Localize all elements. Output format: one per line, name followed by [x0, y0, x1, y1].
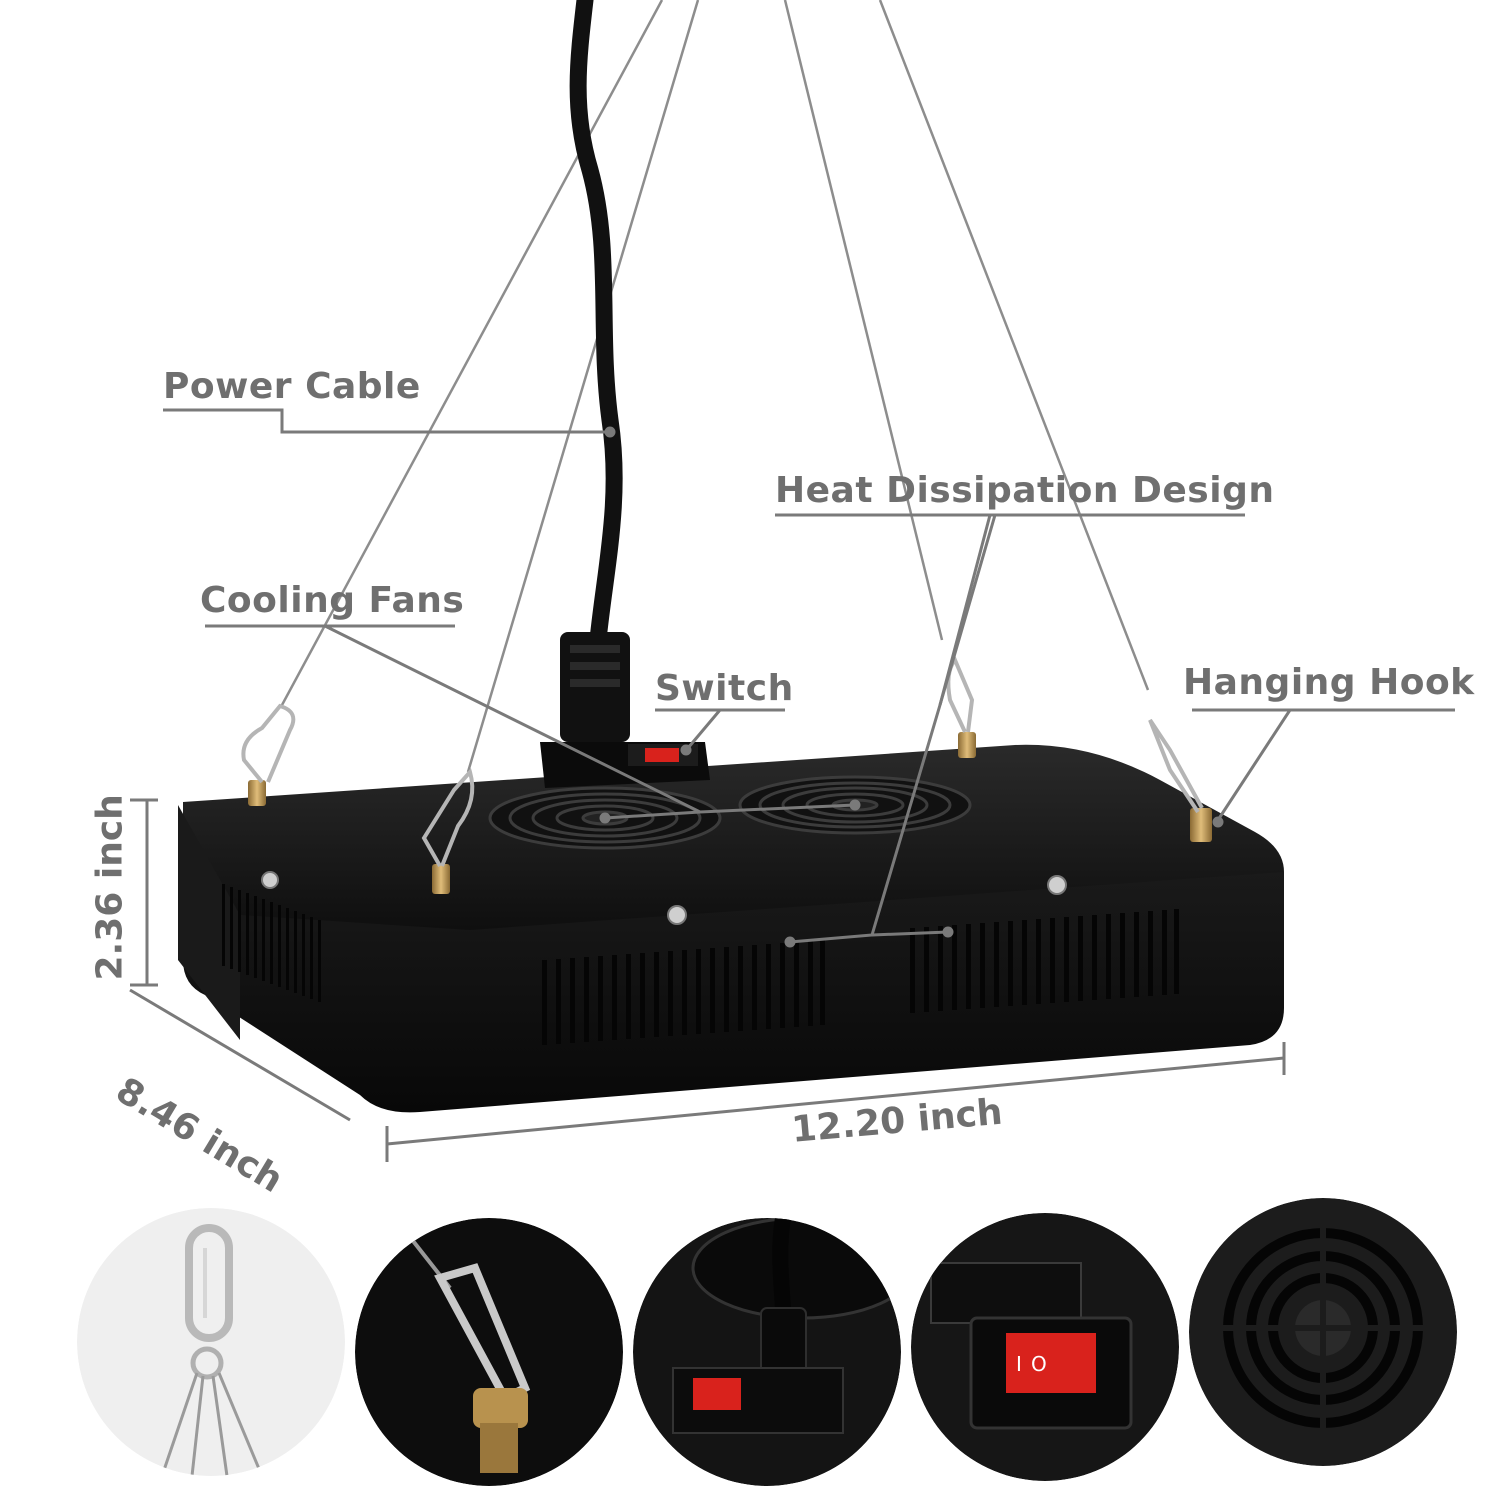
thumbnail-carabiner	[77, 1208, 345, 1476]
height-dimension-label: 2.36 inch	[89, 794, 131, 981]
power-plug-switch-image	[633, 1218, 901, 1486]
unit-front-face	[183, 815, 1284, 1113]
thumbnail-hanging-hook	[355, 1218, 623, 1486]
wire-loops	[241, 656, 1204, 867]
switch-on-marking: I	[1016, 1352, 1022, 1376]
thumbnail-rocker-switch: O I	[911, 1213, 1179, 1481]
switch-off-marking: O	[1031, 1352, 1047, 1376]
rocker-switch-closeup-image: O I	[911, 1213, 1179, 1481]
vent-slots	[222, 884, 1179, 1045]
unit-left-face	[178, 805, 240, 1040]
thumbnail-fan-grille	[1189, 1198, 1457, 1466]
hanging-hook-closeup-image	[355, 1218, 623, 1486]
power-cable-label: Power Cable	[163, 366, 421, 407]
cooling-fan-grille-image	[1189, 1198, 1457, 1466]
brass-hooks	[248, 732, 1212, 894]
plug-and-switch	[540, 632, 710, 788]
dimension-lines	[129, 798, 1286, 1162]
unit-top-face	[183, 744, 1284, 935]
switch-label: Switch	[655, 668, 794, 709]
thumbnail-plug-switch	[633, 1218, 901, 1486]
hanging-hook-label: Hanging Hook	[1183, 662, 1475, 703]
leader-lines	[163, 408, 1455, 948]
screws	[261, 871, 1067, 925]
power-cable	[569, 0, 623, 649]
cooling-fans-label: Cooling Fans	[200, 580, 465, 621]
suspension-wires	[280, 0, 1150, 773]
carabiner-hook-image	[77, 1208, 345, 1476]
heat-dissipation-label: Heat Dissipation Design	[775, 470, 1275, 511]
